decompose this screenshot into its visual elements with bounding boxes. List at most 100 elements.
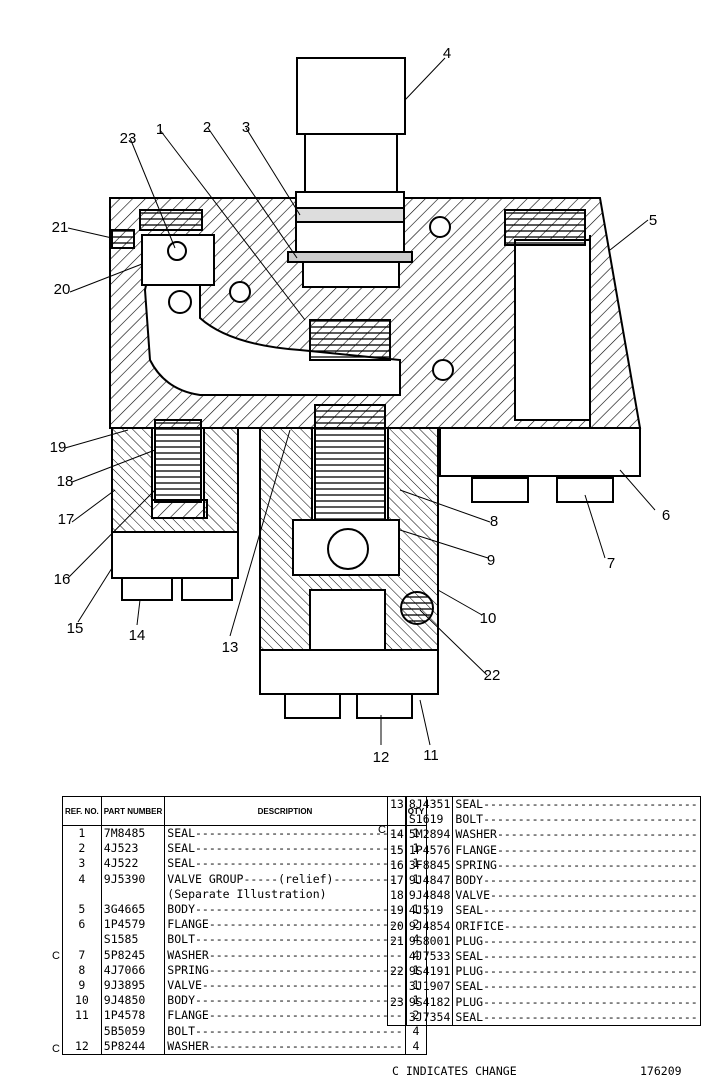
part-number-cell: 4J7066 <box>100 962 165 978</box>
part-number-cell: 4J7533 <box>405 948 453 965</box>
ref-cell <box>388 949 407 964</box>
ref-cell: 15 <box>390 842 404 857</box>
ref-cell: 9 <box>78 977 86 992</box>
part-number-cell: S1619 <box>405 812 453 828</box>
callout-6: 6 <box>662 507 670 524</box>
ref-cell: 18 <box>390 888 404 903</box>
description-cell: ORIFICE---------------------------- <box>452 918 701 934</box>
ref-cell: 13 <box>390 797 404 812</box>
description-cell: BOLT------------------------------- <box>452 812 701 828</box>
callout-21: 21 <box>52 219 69 236</box>
ref-cell: 8 <box>78 962 86 977</box>
change-mark-left-2: C <box>52 1043 60 1055</box>
description-cell: BOLT------------------------------ <box>164 1023 406 1039</box>
ref-cell: 5 <box>78 902 86 917</box>
part-number-cell: 3J7354 <box>405 1009 453 1026</box>
ref-cell <box>388 812 407 827</box>
part-number-cell: 8J4351 <box>405 796 453 813</box>
part-number-cell: 9J4854 <box>405 918 453 934</box>
description-cell: VALVE------------------------------ <box>452 888 701 904</box>
description-cell: SEAL------------------------------- <box>452 979 701 995</box>
plug-21 <box>111 229 135 249</box>
flange-6 <box>439 427 641 477</box>
ref-cell <box>388 1010 407 1026</box>
part-number-cell: 7M8485 <box>100 825 165 842</box>
description-cell: SPRING----------------------------- <box>452 857 701 873</box>
ref-cell: 12 <box>74 1038 89 1053</box>
ref-cell: 19 <box>390 903 404 918</box>
ref-cell: 14 <box>390 827 404 842</box>
change-mark-right: C <box>378 824 386 836</box>
description-cell: VALVE----------------------------- <box>164 977 406 994</box>
part-number-cell <box>100 886 165 902</box>
description-cell: PLUG------------------------------- <box>452 933 701 949</box>
callout-20: 20 <box>54 281 71 298</box>
ref-cell: 22 <box>390 964 404 979</box>
callout-22: 22 <box>484 667 501 684</box>
part-number-cell: 9S4182 <box>405 994 453 1010</box>
description-cell: SEAL------------------------------- <box>452 796 701 813</box>
description-cell: PLUG------------------------------- <box>452 994 701 1010</box>
ref-cell <box>63 1023 102 1038</box>
description-cell: SEAL------------------------------ <box>164 825 406 842</box>
callout-19: 19 <box>50 439 67 456</box>
callout-9: 9 <box>487 552 495 569</box>
ref-cell <box>63 932 102 947</box>
description-cell: SEAL------------------------------ <box>164 856 406 872</box>
check-ball <box>327 528 369 570</box>
part-number-cell: 1P4578 <box>100 1008 165 1024</box>
description-cell: BODY------------------------------ <box>164 901 406 918</box>
ref-cell <box>63 887 102 902</box>
table-row: (Separate Illustration) <box>63 886 427 902</box>
bolt-7a <box>471 477 529 503</box>
part-number-cell: 9J4848 <box>405 888 453 904</box>
callout-15: 15 <box>67 620 84 637</box>
description-cell: VALVE GROUP-----(relief)--------- <box>164 871 406 887</box>
ref-cell: 1 <box>78 826 86 841</box>
callout-18: 18 <box>57 473 74 490</box>
drawing-number: 176209 <box>640 1064 682 1078</box>
description-cell: SEAL------------------------------- <box>452 903 701 919</box>
bolt-14b <box>181 577 233 601</box>
valve-assembly-diagram: 1 2 3 4 5 6 7 8 9 10 11 12 13 14 15 16 1… <box>50 45 671 766</box>
header-desc: DESCRIPTION <box>164 796 406 826</box>
part-number-cell: S1585 <box>100 932 165 948</box>
description-cell: WASHER---------------------------- <box>164 947 406 963</box>
part-number-cell: 4J523 <box>100 841 165 857</box>
part-number-cell: 3J1907 <box>405 979 453 995</box>
ref-cell: 11 <box>74 1008 89 1023</box>
change-legend: C INDICATES CHANGE <box>392 1064 517 1078</box>
part-number-cell: 4J522 <box>100 856 165 872</box>
callout-17: 17 <box>58 511 75 528</box>
part-number-cell: 1P4576 <box>405 842 453 858</box>
description-cell: FLANGE----------------------------- <box>452 842 701 858</box>
ref-cell: 16 <box>390 857 404 872</box>
flange-15 <box>111 531 239 579</box>
qty-cell: 4 <box>404 1038 427 1055</box>
part-number-cell: 5B5059 <box>100 1023 165 1039</box>
callout-2: 2 <box>203 119 211 136</box>
part-number-cell: 4J519 <box>405 903 453 919</box>
